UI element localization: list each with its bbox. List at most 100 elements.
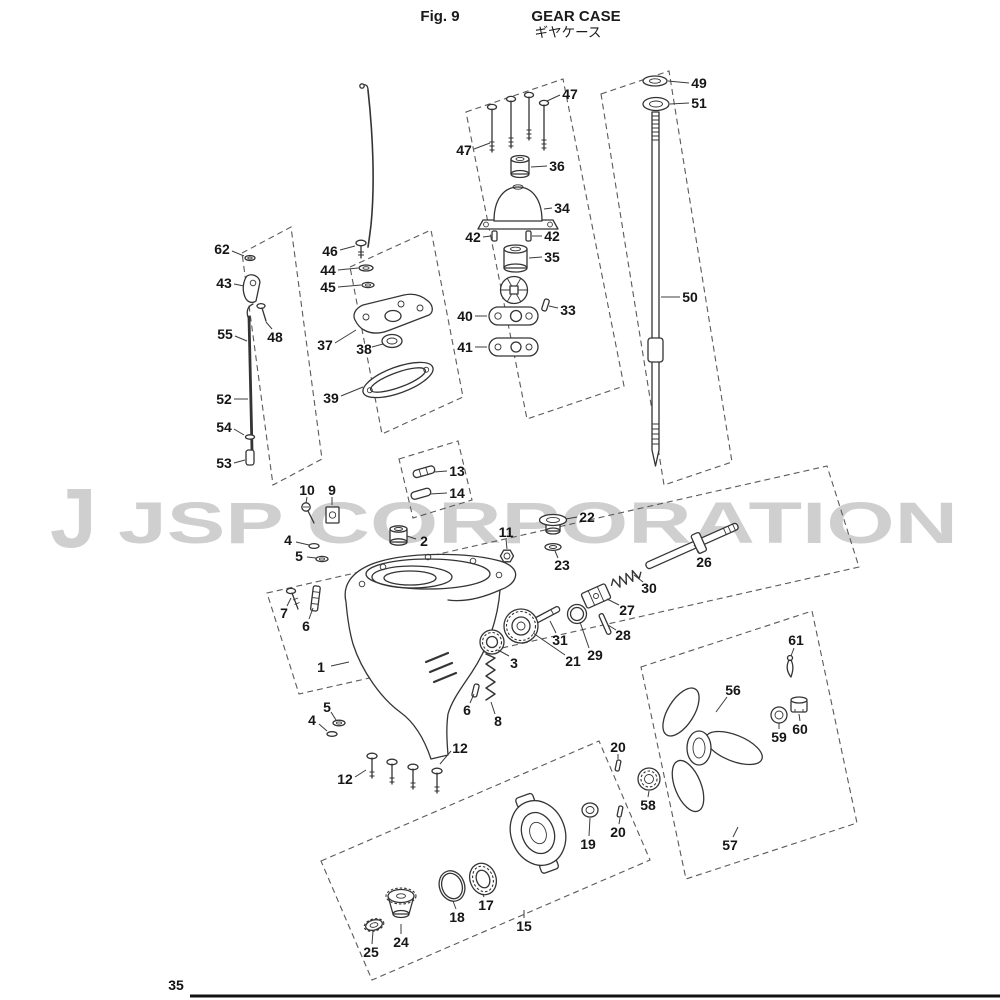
prop-nut-60 xyxy=(790,696,808,713)
impeller xyxy=(499,275,529,305)
washer-59 xyxy=(770,706,788,724)
part-label-47: 47 xyxy=(456,142,472,158)
part-label-1: 1 xyxy=(317,659,325,675)
part-label-21: 21 xyxy=(565,653,581,669)
leader-line-20 xyxy=(618,817,621,825)
leader-line-6 xyxy=(469,693,475,704)
leader-line-47 xyxy=(546,94,561,102)
bearing-51 xyxy=(642,96,670,112)
leader-line-14 xyxy=(429,492,448,495)
clutch-dog-27 xyxy=(580,583,612,609)
part-label-55: 55 xyxy=(217,326,233,342)
dowel-pin-42-left xyxy=(491,230,498,242)
driveshaft-assembly xyxy=(642,75,670,467)
washer-45 xyxy=(361,281,375,289)
leader-line-23 xyxy=(554,550,559,559)
part-label-2: 2 xyxy=(420,533,428,549)
leader-line-19 xyxy=(588,817,591,837)
pin-14 xyxy=(410,487,432,500)
part-label-19: 19 xyxy=(580,836,596,852)
part-label-6: 6 xyxy=(302,618,310,634)
mount-plate-37 xyxy=(353,293,433,334)
o-ring-18 xyxy=(438,870,466,902)
screw-10 xyxy=(301,502,315,524)
washer-4b xyxy=(326,731,338,737)
part-label-51: 51 xyxy=(691,95,707,111)
part-label-30: 30 xyxy=(641,580,657,596)
part-label-43: 43 xyxy=(216,275,232,291)
washer-23 xyxy=(544,542,562,552)
cotter-pin-61 xyxy=(786,654,794,678)
shift-cable xyxy=(367,89,374,248)
part-label-13: 13 xyxy=(449,463,465,479)
part-label-8: 8 xyxy=(494,713,502,729)
part-label-48: 48 xyxy=(267,329,283,345)
thrust-hub-58 xyxy=(637,767,661,791)
leader-line-5 xyxy=(306,556,317,559)
shift-cable-group xyxy=(355,83,375,289)
part-label-49: 49 xyxy=(691,75,707,91)
leader-line-46 xyxy=(339,245,356,251)
part-label-58: 58 xyxy=(640,797,656,813)
leader-line-62 xyxy=(231,250,245,257)
bolt-7 xyxy=(285,587,300,610)
page-number: 35 xyxy=(168,977,184,993)
part-label-34: 34 xyxy=(554,200,570,216)
anode-plate-6 xyxy=(310,585,321,612)
leader-line-4 xyxy=(318,723,328,732)
washer-19 xyxy=(581,802,599,818)
water-pump-assembly xyxy=(477,91,559,357)
leader-line-58 xyxy=(647,790,650,798)
part-label-20: 20 xyxy=(610,824,626,840)
part-label-57: 57 xyxy=(722,837,738,853)
part-label-5: 5 xyxy=(295,548,303,564)
part-label-7: 7 xyxy=(280,605,288,621)
leader-line-6 xyxy=(308,607,314,620)
clip-54 xyxy=(244,434,256,440)
part-label-62: 62 xyxy=(214,241,230,257)
bushing-35 xyxy=(503,244,528,273)
o-ring-29 xyxy=(566,603,588,625)
rod-end-53 xyxy=(245,449,255,466)
plate-9 xyxy=(325,506,340,524)
part-label-12: 12 xyxy=(452,740,468,756)
leader-line-44 xyxy=(337,267,359,271)
figure-title-japanese: ギヤケース xyxy=(535,25,602,40)
leader-line-47 xyxy=(473,142,491,150)
oil-seal-22 xyxy=(538,513,568,535)
washer-25 xyxy=(363,918,385,932)
pin-20a xyxy=(614,759,622,772)
leader-line-22 xyxy=(565,516,578,520)
leader-line-1 xyxy=(330,661,350,667)
part-label-37: 37 xyxy=(317,337,333,353)
part-label-28: 28 xyxy=(615,627,631,643)
housing-outline xyxy=(344,553,517,760)
washer-62 xyxy=(244,254,256,262)
bearing-17 xyxy=(468,862,498,896)
gear-case-housing-1 xyxy=(344,553,517,760)
leader-line-42 xyxy=(482,235,492,238)
leader-line-12 xyxy=(354,769,367,778)
leader-line-3 xyxy=(497,649,510,657)
leader-line-34 xyxy=(543,207,553,210)
leader-line-10 xyxy=(305,496,308,504)
gasket-41 xyxy=(488,337,539,357)
prop-shaft-26 xyxy=(645,522,739,570)
bearing-3 xyxy=(479,629,505,655)
watermark-logo: J xyxy=(50,471,97,565)
part-label-38: 38 xyxy=(356,341,372,357)
leader-line-12 xyxy=(439,750,452,765)
part-label-12: 12 xyxy=(337,771,353,787)
propeller-assembly xyxy=(581,654,808,818)
pin-13 xyxy=(412,465,436,479)
group-box-bearing-carrier xyxy=(320,740,651,981)
bearing-carrier-15 xyxy=(509,792,567,874)
leader-line-35 xyxy=(528,256,543,259)
part-label-22: 22 xyxy=(579,509,595,525)
screw-48 xyxy=(256,302,266,310)
shift-rod-assembly xyxy=(242,254,267,466)
leader-line-31 xyxy=(549,620,557,634)
